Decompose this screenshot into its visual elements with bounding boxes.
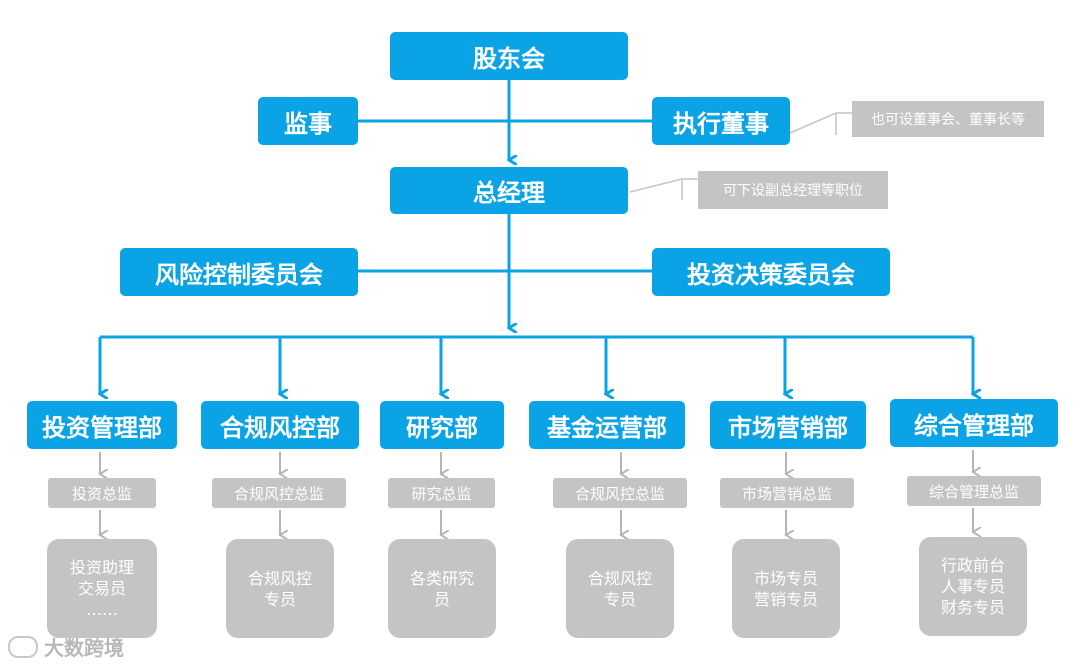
staff-item: 员 — [433, 589, 450, 609]
watermark: 大数跨境 — [8, 632, 124, 661]
staff-item: 各类研究 — [409, 568, 474, 588]
director-general-admin: 综合管理总监 — [907, 476, 1041, 506]
staff-marketing: 市场专员 营销专员 — [732, 539, 840, 638]
staff-research: 各类研究 员 — [388, 539, 496, 638]
staff-item: 财务专员 — [940, 598, 1005, 617]
dept-fund-operations: 基金运营部 — [529, 401, 685, 449]
exec-director-note: 也可设董事会、董事长等 — [852, 101, 1044, 137]
director-fund-operations: 合规风控总监 — [553, 478, 687, 508]
staff-general-admin: 行政前台 人事专员 财务专员 — [919, 537, 1027, 636]
watermark-logo-icon — [8, 635, 38, 658]
staff-compliance: 合规风控 专员 — [226, 539, 334, 638]
risk-committee-box: 风险控制委员会 — [120, 248, 358, 296]
dept-compliance: 合规风控部 — [201, 401, 359, 449]
staff-fund-operations: 合规风控 专员 — [566, 539, 674, 638]
staff-item: 人事专员 — [940, 577, 1005, 596]
general-manager-box: 总经理 — [390, 167, 628, 214]
staff-item: 合规风控 — [247, 568, 312, 588]
dept-research: 研究部 — [380, 401, 504, 449]
staff-item: 交易员 — [77, 579, 126, 598]
staff-item: 市场专员 — [753, 568, 818, 588]
dept-marketing: 市场营销部 — [710, 401, 866, 449]
director-research: 研究总监 — [388, 478, 495, 508]
staff-item: 专员 — [263, 589, 296, 609]
supervisor-box: 监事 — [258, 97, 358, 145]
invest-committee-box: 投资决策委员会 — [652, 248, 890, 296]
director-marketing: 市场营销总监 — [720, 478, 854, 508]
staff-investment: 投资助理 交易员 …… — [47, 539, 157, 638]
watermark-text: 大数跨境 — [44, 636, 124, 660]
staff-item: 投资助理 — [69, 558, 134, 577]
exec-director-box: 执行董事 — [652, 97, 790, 145]
dept-investment: 投资管理部 — [27, 401, 177, 449]
dept-general-admin: 综合管理部 — [890, 399, 1058, 447]
staff-item: 合规风控 — [587, 568, 652, 588]
general-manager-note: 可下设副总经理等职位 — [698, 171, 888, 209]
shareholders-box: 股东会 — [390, 32, 628, 80]
director-compliance: 合规风控总监 — [212, 478, 346, 508]
staff-item: …… — [86, 600, 118, 619]
director-investment: 投资总监 — [48, 478, 156, 508]
staff-item: 营销专员 — [753, 589, 818, 609]
staff-item: 行政前台 — [940, 556, 1005, 575]
staff-item: 专员 — [603, 589, 636, 609]
